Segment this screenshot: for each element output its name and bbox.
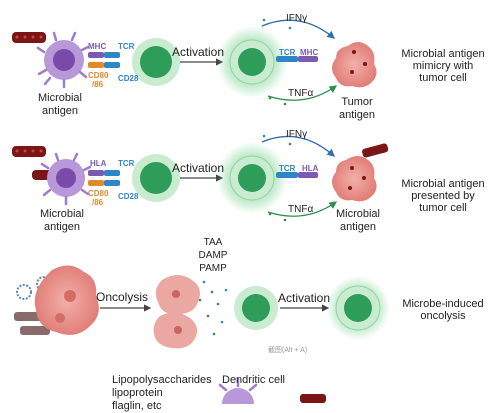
row1-desc-line3: tumor cell: [419, 72, 467, 84]
row4-left-labels: Lipopolysaccharides lipoprotein flaglin,…: [112, 374, 212, 413]
row3-lysed-cells: [153, 275, 200, 349]
row2-activated-tcell: [216, 142, 288, 214]
row4-microbe: [300, 394, 326, 403]
row3-desc-line2: oncolysis: [420, 310, 466, 322]
row1-cd28-label: CD28: [118, 74, 139, 83]
row2-ifn-arrow: [261, 135, 335, 157]
row2-tumor-cell: [332, 156, 377, 202]
screenshot-tooltip: 截图(Alt + A): [268, 347, 308, 354]
row2-activation-label: Activation: [172, 161, 225, 175]
row1-ifn-label: IFNγ: [286, 13, 308, 24]
row1-description: Microbial antigen mimicry with tumor cel…: [388, 48, 498, 84]
row2-microbe-right: [362, 143, 389, 158]
row1-cd80-label: CD80: [88, 71, 109, 80]
row1-tnf-arrow: [267, 85, 338, 101]
row3-description: Microbe-induced oncolysis: [388, 298, 498, 322]
row2-tcr-label: TCR: [118, 159, 135, 168]
row1-desc-line1: Microbial antigen: [401, 48, 485, 60]
row2-desc-line3: tumor cell: [419, 202, 467, 214]
row1-cd86-label: /86: [92, 80, 104, 89]
row1-receptors: [88, 52, 120, 68]
diagram-graphics: [12, 18, 390, 404]
row4-dendritic-cell: [218, 377, 258, 404]
row1-left-label: Microbial antigen: [30, 92, 90, 118]
row1-tcr-label: TCR: [118, 42, 135, 51]
row4-dendritic-label: Dendritic cell: [222, 374, 285, 386]
row2-description: Microbial antigen presented by tumor cel…: [388, 178, 498, 214]
row3-oncolysis-label: Oncolysis: [96, 290, 149, 304]
row4-flagellin-label: flaglin, etc: [112, 400, 162, 412]
row3-activated-tcell-left: [234, 286, 278, 330]
row2-receptors: [88, 170, 120, 186]
row2-hla-right-label: HLA: [302, 164, 319, 173]
row1-desc-line2: mimicry with: [412, 60, 474, 72]
row2-hla-label: HLA: [90, 159, 107, 168]
row1-tcr-right-label: TCR: [279, 48, 296, 57]
row1-dots: [262, 18, 292, 106]
row2-ifn-label: IFNγ: [286, 129, 308, 140]
row3-damp-label: DAMP: [198, 250, 228, 261]
row3-released-molecules: [198, 280, 228, 336]
row2-tnf-label: TNFα: [288, 204, 314, 215]
row3-desc-line1: Microbe-induced: [402, 298, 484, 310]
row2-tumor-label: Microbial antigen: [328, 208, 388, 234]
row2-tcr-right-label: TCR: [279, 164, 296, 173]
row2-cd28-label: CD28: [118, 192, 139, 201]
row1-mhc-label: MHC: [88, 42, 107, 51]
row1-tumor-label: Tumor antigen: [332, 96, 382, 122]
row2-tnf-arrow: [267, 201, 338, 217]
row3-tumor-cluster: [34, 265, 99, 335]
row1-microbe: [12, 32, 46, 43]
row2-dots: [262, 134, 292, 222]
row1-antigen-presenting-cell: [36, 31, 90, 89]
row1-naive-tcell: [132, 38, 180, 86]
row2-antigen-presenting-cell: [40, 152, 92, 206]
row3-activation-label: Activation: [278, 291, 331, 305]
row1-activated-tcell: [216, 26, 288, 98]
row2-tumor-line2: antigen: [339, 221, 377, 233]
row2-right-receptors: [276, 172, 318, 178]
row1-ifn-arrow: [261, 19, 336, 39]
row1-tumor-line2: antigen: [338, 109, 376, 121]
row1-right-receptors: [276, 56, 318, 62]
row1-left-label-line2: antigen: [41, 105, 79, 117]
row2-left-label: Microbial antigen: [32, 208, 92, 234]
row3-taa-label: TAA: [203, 237, 223, 248]
row1-tumor-cell: [332, 42, 377, 88]
row4-lipoprotein-label: lipoprotein: [112, 387, 163, 399]
row2-tumor-line1: Microbial: [335, 208, 380, 220]
row3-molecule-labels: TAA DAMP PAMP: [192, 236, 234, 275]
row2-naive-tcell: [132, 154, 180, 202]
row2-cd80-label: CD80: [88, 189, 109, 198]
row1-tumor-line1: Tumor: [341, 96, 373, 108]
row2-desc-line1: Microbial antigen: [401, 178, 485, 190]
row2-left-label-line2: antigen: [43, 221, 81, 233]
row3-activated-tcell-right: [326, 276, 390, 340]
row1-activation-label: Activation: [172, 45, 225, 59]
row2-desc-line2: presented by: [411, 190, 475, 202]
row3-pamp-label: PAMP: [199, 263, 227, 274]
row4-lps-label: Lipopolysaccharides: [112, 374, 212, 386]
row2-left-label-line1: Microbial: [39, 208, 84, 220]
diagram-canvas: Microbial antigen MHC TCR CD80 /86 CD28 …: [12, 13, 498, 412]
row1-tnf-label: TNFα: [288, 88, 314, 99]
row2-cd86-label: /86: [92, 198, 104, 207]
row1-mhc-right-label: MHC: [300, 48, 319, 57]
row1-left-label-line1: Microbial: [37, 92, 82, 104]
